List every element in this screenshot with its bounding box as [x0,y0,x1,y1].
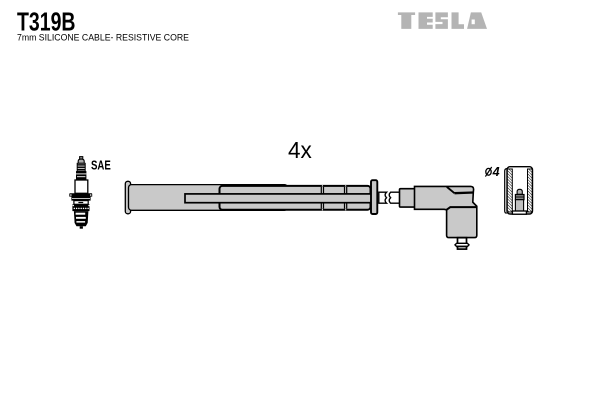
svg-text:SAE: SAE [91,157,111,172]
svg-text:4: 4 [492,165,500,179]
svg-text:4x: 4x [288,137,312,163]
svg-text:T319B: T319B [17,7,76,37]
svg-text:7mm SILICONE CABLE- RESISTIVE: 7mm SILICONE CABLE- RESISTIVE CORE [17,33,189,44]
